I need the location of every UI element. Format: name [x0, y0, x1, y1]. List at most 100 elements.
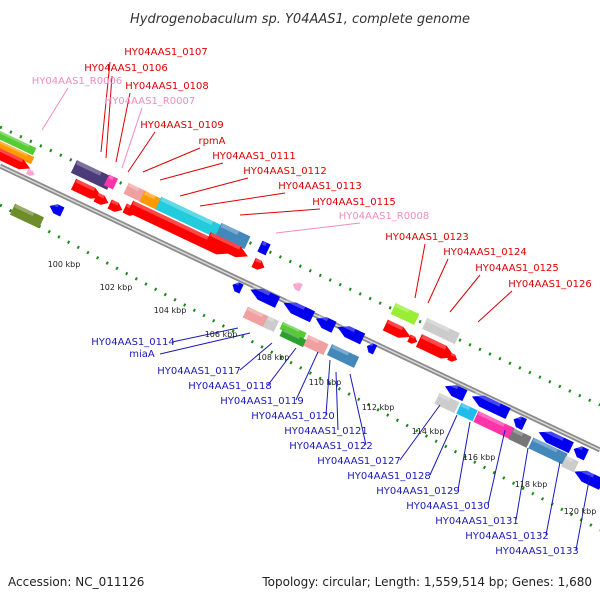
gene-feature	[250, 284, 281, 308]
forward-gene-label: HY04AAS1_0113	[278, 181, 361, 192]
gene-feature	[251, 257, 265, 270]
leader-line	[171, 327, 239, 343]
gene-feature	[0, 146, 31, 170]
forward-gene-label: HY04AAS1_0112	[243, 166, 326, 177]
gene-feature	[70, 160, 114, 190]
reverse-gene-label: HY04AAS1_0129	[376, 486, 459, 497]
reverse-gene-label: HY04AAS1_0114	[91, 337, 174, 348]
gene-feature	[292, 280, 303, 292]
gene-feature	[263, 316, 279, 332]
tick-label: 120 kbp	[564, 507, 597, 516]
gene-feature	[471, 391, 511, 419]
tick-label: 100 kbp	[48, 260, 81, 269]
tick-label: 102 kbp	[100, 283, 133, 292]
tick-label: 110 kbp	[309, 378, 342, 387]
leader-line	[515, 447, 529, 521]
leader-line	[487, 429, 506, 506]
gene-feature	[70, 178, 103, 199]
forward-gene-label: HY04AAS1_R0006	[32, 76, 122, 87]
gene-feature	[513, 414, 527, 430]
forward-gene-label: HY04AAS1_0115	[312, 197, 395, 208]
leader-line	[121, 107, 143, 169]
gene-feature	[0, 126, 37, 156]
leader-line	[239, 208, 321, 216]
summary-text: Topology: circular; Length: 1,559,514 bp…	[261, 575, 592, 589]
leader-line	[199, 192, 286, 207]
leader-line	[159, 162, 224, 181]
gene-feature	[257, 240, 271, 256]
scale-ticks: 100 kbp 102 kbp 104 kbp 106 kbp 108 kbp 110 k…	[48, 260, 597, 516]
leader-line	[325, 359, 331, 416]
tick-label: 114 kbp	[412, 427, 445, 436]
forward-gene-label: HY04AAS1_R0008	[339, 211, 429, 222]
reverse-gene-label: HY04AAS1_0132	[465, 531, 548, 542]
gene-feature	[390, 303, 420, 325]
reverse-gene-label: HY04AAS1_0131	[435, 516, 518, 527]
leader-line	[545, 461, 561, 536]
gene-feature	[415, 334, 456, 359]
map-title: Hydrogenobaculum sp. Y04AAS1, complete g…	[130, 12, 470, 27]
tick-label: 112 kbp	[362, 403, 395, 412]
leader-line	[335, 371, 339, 431]
forward-gene-label: HY04AAS1_R0007	[105, 96, 195, 107]
forward-gene-label: HY04AAS1_0125	[475, 263, 558, 274]
forward-gene-label: HY04AAS1_0124	[443, 247, 526, 258]
tick-label: 108 kbp	[257, 353, 290, 362]
gene-feature	[422, 317, 460, 345]
gene-feature	[574, 466, 600, 490]
gene-feature	[283, 298, 316, 323]
gene-labels: HY04AAS1_0107HY04AAS1_0106HY04AAS1_R0006…	[32, 47, 592, 557]
forward-gene-label: HY04AAS1_0109	[140, 120, 223, 131]
leader-line	[105, 75, 113, 159]
leader-line	[349, 373, 367, 446]
feature-track	[0, 126, 600, 490]
forward-gene-label: HY04AAS1_0106	[84, 63, 167, 74]
leader-line	[575, 474, 591, 551]
accession-text: Accession: NC_011126	[8, 575, 144, 589]
forward-gene-label: HY04AAS1_0107	[124, 47, 207, 58]
reverse-gene-label: HY04AAS1_0127	[317, 456, 400, 467]
gene-feature	[337, 322, 366, 345]
reverse-gene-label: HY04AAS1_0130	[406, 501, 489, 512]
leader-line	[275, 222, 361, 234]
gene-feature	[279, 321, 307, 341]
tick-label: 104 kbp	[154, 306, 187, 315]
gene-feature	[315, 313, 337, 333]
reverse-gene-label: HY04AAS1_0119	[220, 396, 303, 407]
gene-feature	[49, 201, 65, 217]
gene-feature	[326, 344, 360, 368]
reverse-gene-label: miaA	[129, 349, 155, 360]
leader-line	[115, 92, 131, 163]
gene-feature	[93, 192, 109, 205]
tick-label: 118 kbp	[515, 480, 548, 489]
reverse-gene-label: HY04AAS1_0120	[251, 411, 334, 422]
leader-line	[429, 414, 458, 476]
reverse-gene-label: HY04AAS1_0122	[289, 441, 372, 452]
leader-line	[100, 61, 111, 153]
reverse-gene-label: HY04AAS1_0118	[188, 381, 271, 392]
leader-line	[414, 243, 426, 299]
gene-feature	[107, 199, 123, 212]
gene-feature	[215, 222, 251, 250]
gene-feature	[508, 428, 532, 448]
gene-feature	[9, 203, 45, 229]
gene-feature	[434, 392, 460, 414]
reverse-gene-label: HY04AAS1_0121	[284, 426, 367, 437]
tick-label: 106 kbp	[205, 330, 238, 339]
leader-line	[267, 347, 297, 386]
leader-line	[449, 274, 481, 313]
gene-feature	[473, 411, 515, 439]
gene-feature	[528, 437, 568, 465]
gene-feature	[205, 232, 248, 258]
gene-feature	[366, 341, 378, 355]
gene-feature	[407, 334, 418, 344]
leader-line	[295, 351, 319, 401]
forward-gene-label: HY04AAS1_0111	[212, 151, 295, 162]
leader-line	[239, 342, 273, 371]
gene-feature	[103, 174, 119, 190]
gene-feature	[382, 319, 411, 338]
gene-feature	[232, 280, 244, 294]
grid-ring-inner	[0, 203, 600, 532]
gene-feature	[447, 352, 458, 362]
